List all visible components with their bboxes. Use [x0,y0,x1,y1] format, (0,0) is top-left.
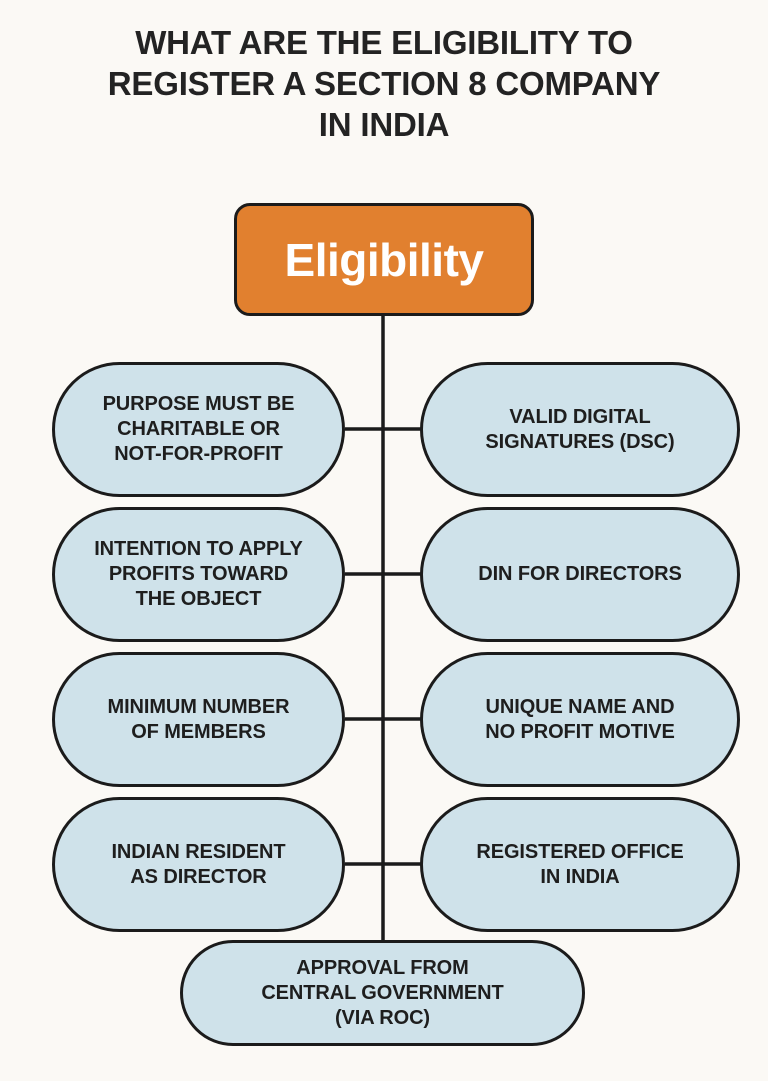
page-title-line-3: IN INDIA [318,106,450,143]
node-line-2: OF MEMBERS [131,720,266,743]
page-title-line-2: REGISTER A SECTION 8 COMPANY [107,65,661,102]
node-line-2: IN INDIA [540,865,620,888]
root-node-label: Eligibility [284,233,484,286]
node-minimum-number-of-members[interactable]: MINIMUM NUMBER OF MEMBERS [52,652,345,787]
page-title: WHAT ARE THE ELIGIBILITY TO REGISTER A S… [0,22,768,145]
node-line-2: PROFITS TOWARD [108,563,289,585]
root-node-eligibility[interactable]: Eligibility [234,203,534,316]
node-label: INTENTION TO APPLY PROFITS TOWARD THE OB… [80,537,317,612]
node-label: INDIAN RESIDENT AS DIRECTOR [97,840,299,890]
node-line-3: (VIA ROC) [334,1006,430,1029]
node-line-2: CENTRAL GOVERNMENT [261,981,504,1004]
node-line-3: THE OBJECT [135,588,262,610]
node-line-1: INTENTION TO APPLY [94,538,303,560]
node-label: VALID DIGITAL SIGNATURES (DSC) [471,405,688,455]
node-label: PURPOSE MUST BE CHARITABLE OR NOT-FOR-PR… [89,392,309,467]
node-line-1: VALID DIGITAL [509,405,651,428]
node-line-1: DIN FOR DIRECTORS [478,563,682,585]
node-line-2: CHARITABLE OR [117,418,280,440]
node-line-1: INDIAN RESIDENT [111,840,286,863]
node-label: APPROVAL FROM CENTRAL GOVERNMENT (VIA RO… [247,956,517,1031]
node-line-1: PURPOSE MUST BE [102,393,295,415]
node-approval-central-government[interactable]: APPROVAL FROM CENTRAL GOVERNMENT (VIA RO… [180,940,585,1046]
node-indian-resident-as-director[interactable]: INDIAN RESIDENT AS DIRECTOR [52,797,345,932]
node-label: DIN FOR DIRECTORS [464,562,696,587]
page-title-line-1: WHAT ARE THE ELIGIBILITY TO [135,24,633,61]
node-line-2: SIGNATURES (DSC) [485,430,675,453]
node-line-1: MINIMUM NUMBER [107,695,290,718]
node-registered-office-in-india[interactable]: REGISTERED OFFICE IN INDIA [420,797,740,932]
node-line-1: UNIQUE NAME AND [485,695,675,718]
node-line-3: NOT-FOR-PROFIT [114,443,283,465]
node-label: REGISTERED OFFICE IN INDIA [462,840,697,890]
node-line-1: APPROVAL FROM [296,956,469,979]
node-line-2: NO PROFIT MOTIVE [485,720,675,743]
node-purpose-charitable[interactable]: PURPOSE MUST BE CHARITABLE OR NOT-FOR-PR… [52,362,345,497]
node-din-for-directors[interactable]: DIN FOR DIRECTORS [420,507,740,642]
node-valid-digital-signatures[interactable]: VALID DIGITAL SIGNATURES (DSC) [420,362,740,497]
node-label: UNIQUE NAME AND NO PROFIT MOTIVE [471,695,689,745]
node-line-1: REGISTERED OFFICE [476,840,684,863]
node-unique-name-no-profit-motive[interactable]: UNIQUE NAME AND NO PROFIT MOTIVE [420,652,740,787]
node-label: MINIMUM NUMBER OF MEMBERS [94,695,304,745]
node-line-2: AS DIRECTOR [130,865,267,888]
node-intention-apply-profits[interactable]: INTENTION TO APPLY PROFITS TOWARD THE OB… [52,507,345,642]
